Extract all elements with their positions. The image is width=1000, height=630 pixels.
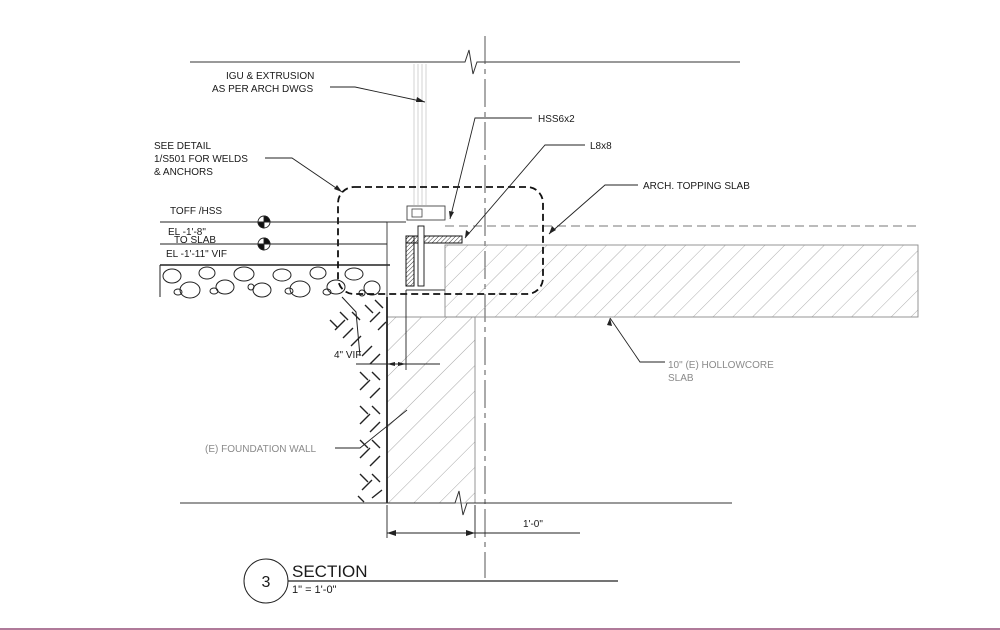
sheet-bottom-rule — [0, 628, 1000, 630]
slab-elevation-label: EL -1'-11" VIF — [166, 249, 227, 260]
foundation-wall-label: (E) FOUNDATION WALL — [205, 444, 317, 455]
drawing-title: SECTION — [292, 562, 368, 581]
bottom-break-line — [180, 490, 732, 516]
angle-label: L8x8 — [590, 141, 612, 152]
igu-label: AS PER ARCH DWGS — [212, 84, 313, 95]
gravel-fill — [159, 264, 390, 299]
see-detail-label: & ANCHORS — [154, 167, 213, 178]
see-detail-label: 1/S501 FOR WELDS — [154, 154, 248, 165]
toff-elevation-label: TOFF /HSS — [170, 206, 222, 217]
elevation-target-icon — [257, 237, 271, 251]
title-block: 3 SECTION 1" = 1'-0" — [243, 558, 618, 604]
leader-arrowheads — [334, 97, 612, 326]
detail-callout-boundary — [337, 186, 544, 295]
wall-dimension-label: 1'-0" — [523, 519, 543, 530]
steel-members — [386, 205, 463, 297]
leaders — [265, 86, 665, 449]
hollowcore-slab — [444, 244, 919, 318]
foundation-wall — [386, 297, 476, 504]
excavation-fill — [329, 296, 387, 503]
elevation-markers — [160, 215, 387, 251]
toff-elevation-label: EL -1'-8" — [168, 227, 206, 238]
drawing-scale: 1" = 1'-0" — [292, 584, 337, 596]
top-break-line — [190, 49, 740, 75]
igu-extrusion — [413, 64, 427, 205]
hss-label: HSS6x2 — [538, 114, 575, 125]
gap-dimension — [356, 290, 440, 370]
wall-dimension — [386, 505, 580, 538]
igu-label: IGU & EXTRUSION — [226, 71, 314, 82]
topping-slab-label: ARCH. TOPPING SLAB — [643, 181, 750, 192]
elevation-target-icon — [257, 215, 271, 229]
detail-number: 3 — [262, 574, 271, 591]
see-detail-label: SEE DETAIL — [154, 141, 211, 152]
gap-dimension-label: 4" VIF — [334, 350, 361, 361]
slab-elevation-label: TO SLAB — [174, 235, 216, 246]
hollowcore-label: SLAB — [668, 373, 694, 384]
hollowcore-label: 10" (E) HOLLOWCORE — [668, 360, 774, 371]
